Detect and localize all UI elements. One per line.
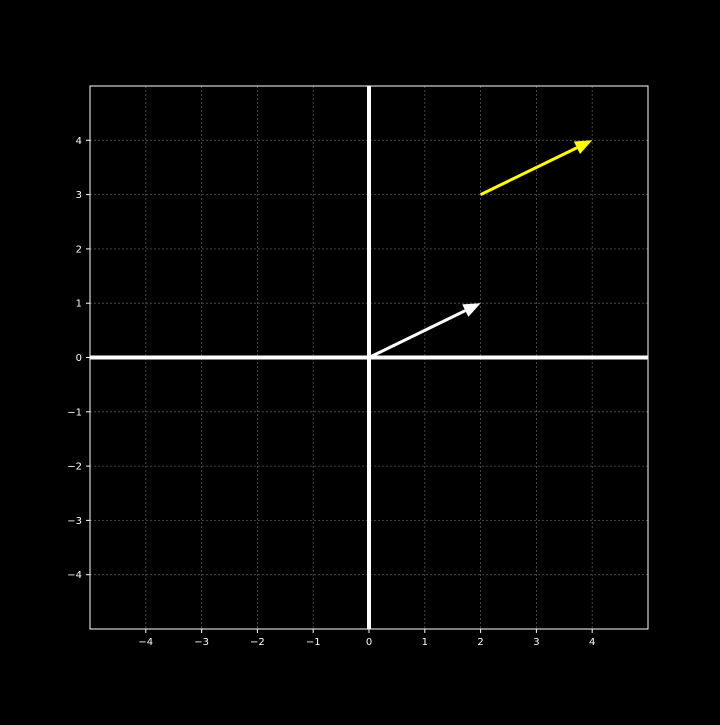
y-tick-label: 2 (76, 244, 82, 255)
x-tick-label: −2 (250, 637, 265, 648)
y-tick-label: 3 (76, 190, 82, 201)
y-tick-label: −4 (67, 570, 82, 581)
x-tick-label: 4 (589, 637, 595, 648)
x-tick-label: 1 (422, 637, 428, 648)
x-tick-label: 3 (533, 637, 539, 648)
y-tick-label: −1 (67, 407, 82, 418)
vectors (368, 140, 593, 359)
y-tick-label: 4 (76, 136, 82, 147)
x-tick-label: 2 (477, 637, 483, 648)
vector-head-1 (462, 303, 481, 317)
x-tick-label: 0 (366, 637, 372, 648)
vector-shaft-2 (479, 146, 578, 196)
tick-labels: −4 −3 −2 −1 0 1 2 3 4 −4 −3 −2 −1 0 1 2 3 4 (67, 136, 595, 648)
vector-shaft-1 (368, 309, 466, 359)
y-tick-label: 1 (76, 299, 82, 310)
x-tick-label: −1 (306, 637, 321, 648)
x-tick-label: −3 (194, 637, 209, 648)
x-tick-label: −4 (138, 637, 153, 648)
y-tick-label: 0 (76, 353, 82, 364)
y-tick-label: −2 (67, 462, 82, 473)
y-tick-label: −3 (67, 516, 82, 527)
vector-head-2 (573, 140, 593, 155)
